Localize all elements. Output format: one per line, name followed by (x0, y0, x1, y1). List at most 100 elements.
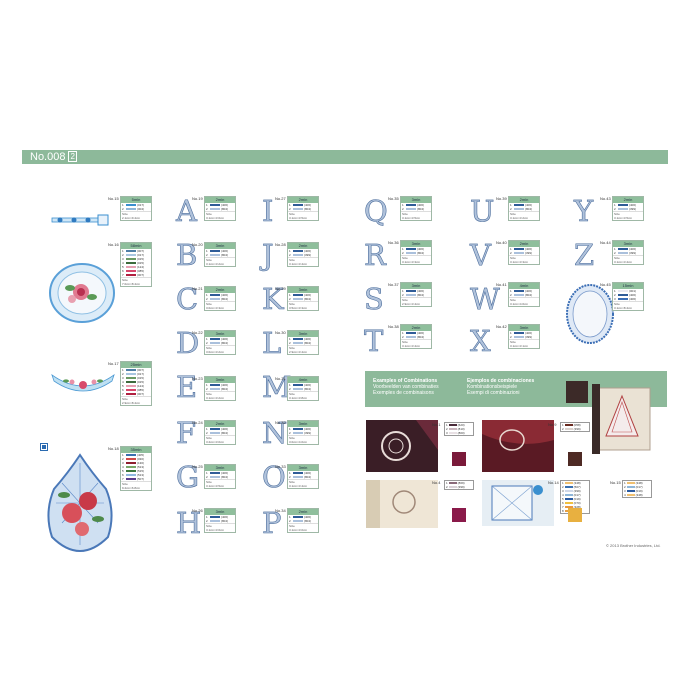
thread-row: 1(406) (205, 471, 235, 475)
combo-title-it: Esempi di combinazioni (467, 390, 520, 396)
thread-row: 1(406) (509, 331, 539, 335)
thread-row: 1(406) (205, 515, 235, 519)
thread-code: (804) (304, 519, 312, 523)
thread-swatch (210, 297, 220, 301)
thread-swatch (406, 207, 416, 211)
design-number: No.22 (192, 330, 203, 335)
thread-code: (406) (629, 247, 637, 251)
thread-row: 2(804) (205, 207, 235, 211)
thread-order: 2 (562, 485, 564, 489)
letter-n: N (262, 416, 288, 450)
thread-swatch (618, 251, 628, 255)
thread-code: (804) (304, 297, 312, 301)
thread-code: (406) (417, 331, 425, 335)
thread-row: 2(804) (509, 207, 539, 211)
thread-code: (804) (221, 519, 229, 523)
thread-swatch (448, 423, 457, 427)
size-value: 3.1cm×4.6cm (510, 302, 529, 306)
thread-swatch (514, 293, 524, 297)
thread-code: (406) (304, 515, 312, 519)
thread-row: 1(017) (121, 203, 151, 207)
thread-row: 7(507) (121, 477, 151, 481)
combination-thread-chart: 1(058)2(399) (560, 422, 590, 432)
thread-row: 2(017) (623, 485, 651, 489)
copyright-text: © 2013 Brother Industries, Ltd. (606, 543, 661, 548)
size-value: 3.1cm×3.2cm (206, 262, 225, 266)
thread-row: 5(124) (121, 265, 151, 269)
thread-code: (406) (304, 249, 312, 253)
thread-row: 2(399) (509, 335, 539, 339)
thread-row: 3(399) (561, 489, 589, 493)
thread-code: (406) (629, 203, 637, 207)
thread-order: 1 (122, 453, 124, 457)
card-photo (592, 384, 651, 454)
thread-code: (399) (525, 335, 533, 339)
stitch-time: 3min (288, 331, 318, 337)
thread-code: (015) (137, 376, 145, 380)
thread-swatch (448, 485, 457, 489)
size-label: Size (613, 211, 643, 216)
thread-code: (328) (573, 505, 581, 509)
combination-number: No.9 (548, 422, 557, 427)
thread-order: 1 (402, 203, 404, 207)
thread-order: 3 (614, 297, 616, 301)
thread-code: (406) (304, 337, 312, 341)
thread-row: 1(406) (288, 249, 318, 253)
letter-v: V (470, 238, 492, 272)
thread-code: (804) (221, 297, 229, 301)
thread-order: 1 (446, 481, 448, 485)
size-value: 3.0cm×3.2cm (206, 350, 225, 354)
size-label: Size (401, 255, 431, 260)
size-label: Size (205, 391, 235, 396)
thread-code: (406) (525, 289, 533, 293)
thread-swatch (210, 253, 220, 257)
dark-swatch (566, 381, 588, 403)
thread-code: (513) (137, 465, 145, 469)
size-value: 3.1cm×3.3cm (402, 260, 421, 264)
thread-swatch (564, 493, 573, 497)
design-number: No.36 (388, 240, 399, 245)
letter-e: E (176, 370, 198, 404)
thread-swatch (126, 207, 136, 211)
design-number: No.44 (600, 240, 611, 245)
thread-order: 2 (446, 485, 448, 489)
thread-order: 1 (562, 423, 564, 427)
design-16-image (49, 263, 115, 323)
combo-photo-1 (366, 420, 438, 472)
thread-swatch (564, 423, 573, 427)
letter-g: G (176, 460, 200, 494)
stitch-time: 3min (288, 465, 318, 471)
thread-code: (406) (417, 203, 425, 207)
thread-order: 3 (122, 461, 124, 465)
thread-order: 1 (206, 293, 208, 297)
design-number: No.20 (192, 242, 203, 247)
thread-order: 5 (562, 497, 564, 501)
stitch-time: 3min (401, 241, 431, 247)
thread-order: 3 (624, 489, 626, 493)
thread-swatch (126, 368, 136, 372)
thread-order: 4 (624, 493, 626, 497)
thread-order: 5 (122, 384, 124, 388)
letter-c: C (176, 282, 199, 316)
size-value: 3.5cm×3.3cm (289, 306, 308, 310)
thread-swatch (406, 251, 416, 255)
thread-swatch (564, 427, 573, 431)
thread-order: 2 (402, 207, 404, 211)
thread-row: 5(019) (561, 497, 589, 501)
thread-swatch (618, 207, 628, 211)
thread-swatch (618, 293, 628, 297)
size-label: Size (121, 481, 151, 486)
design-number: No.33 (275, 464, 286, 469)
thread-row: 2(804) (205, 431, 235, 435)
design-number: No.39 (496, 196, 507, 201)
thread-order: 8 (562, 509, 564, 513)
thread-row: 1(406) (205, 293, 235, 297)
thread-order: 1 (206, 249, 208, 253)
size-label: Size (288, 435, 318, 440)
thread-row: 1(406) (613, 203, 643, 207)
